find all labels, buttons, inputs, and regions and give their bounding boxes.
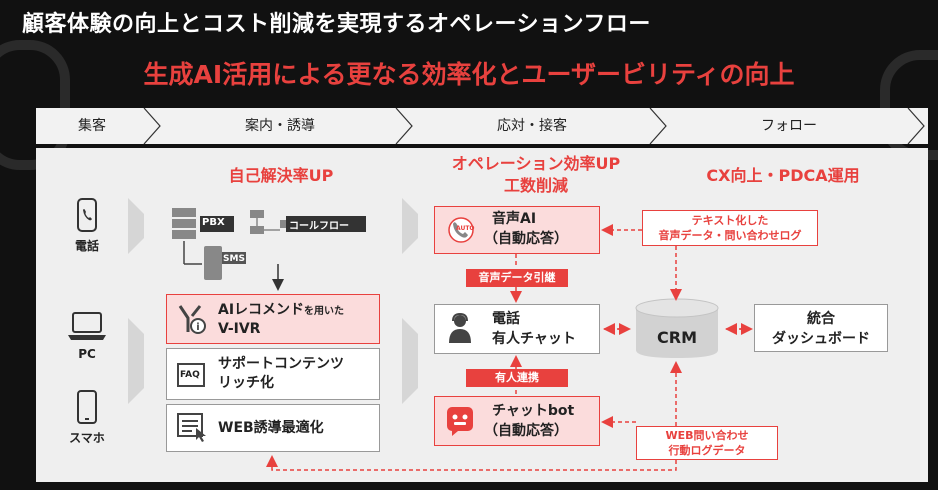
voice-ai-line1: 音声AI [492, 211, 537, 227]
support-line1: サポートコンテンツ [218, 356, 344, 372]
dashboard-line1: 統合 [807, 311, 835, 327]
ivr-line2: V-IVR [218, 321, 261, 337]
channel-phone-label: 電話 [74, 239, 99, 253]
channel-phone: 電話 [66, 198, 108, 254]
phone-chat-line1: 電話 [492, 311, 520, 327]
phone-chat-box [434, 304, 600, 354]
web-log-note-line2: 行動ログデータ [668, 444, 746, 457]
laptop-icon [68, 312, 106, 340]
ivr-line1-suffix: を用いた [304, 306, 345, 317]
followup-header: CX向上・PDCA運用 [706, 166, 860, 185]
phone-chat-line2: 有人チャット [492, 331, 576, 347]
dashboard-box [754, 304, 888, 352]
text-log-note: テキスト化した 音声データ・問い合わせログ [642, 210, 818, 246]
channel-smartphone: スマホ [62, 390, 112, 446]
ai-recommend-icon: i [178, 305, 206, 334]
operator-icon [449, 313, 471, 343]
faq-icon [177, 363, 205, 387]
web-log-note-line1: WEB問い合わせ [665, 429, 749, 442]
phase-guidance: 案内・誘導 [245, 118, 315, 134]
text-log-note-line2: 音声データ・問い合わせログ [658, 229, 802, 242]
handoff-chat-tag: 有人連携 [466, 369, 568, 387]
phase-acquisition: 集客 [78, 118, 106, 134]
phase-bar: 集客 案内・誘導 応対・接客 フォロー [36, 108, 928, 144]
text-log-note-line1: テキスト化した [691, 214, 769, 227]
column-chevrons [128, 198, 418, 404]
call-flow-label: コールフロー [289, 221, 349, 232]
crm-label: CRM [657, 328, 697, 347]
voice-ai-line2: （自動応答） [484, 231, 568, 247]
phase-followup: フォロー [761, 118, 817, 134]
chatbot-line2: （自動応答） [484, 423, 568, 439]
pbx-group [172, 208, 366, 280]
web-log-note: WEB問い合わせ 行動ログデータ [636, 426, 778, 460]
svg-text:i: i [196, 322, 199, 333]
flow-panel: 自己解決率UP オペレーション効率UP 工数削減 CX向上・PDCA運用 電話 … [36, 148, 928, 482]
chatbot-line1: チャットbot [492, 403, 575, 419]
operation-header-line1: オペレーション効率UP [451, 154, 621, 173]
mobile-phone-icon [77, 198, 97, 232]
smartphone-icon [77, 390, 97, 424]
chatbot-icon [447, 407, 473, 436]
voice-ai-icon [448, 217, 474, 243]
operation-header-line2: 工数削減 [503, 176, 568, 195]
pbx-label: PBX [202, 217, 225, 228]
faq-icon-label: FAQ [180, 370, 200, 380]
ivr-line1: AIレコメンドを用いた [218, 301, 344, 321]
channel-smartphone-label: スマホ [69, 431, 105, 445]
channel-pc: PC [62, 310, 112, 361]
auto-icon-label: AUTO [456, 225, 475, 232]
handoff-voice-tag: 音声データ引継 [466, 269, 568, 287]
sms-label: SMS [223, 254, 245, 264]
guidance-header: 自己解決率UP [228, 166, 334, 185]
crm-database-icon [635, 298, 719, 358]
web-page-icon [177, 413, 206, 442]
page-subtitle: 生成AI活用による更なる効率化とユーザービリティの向上 [143, 60, 795, 89]
web-guidance-label: WEB誘導最適化 [218, 420, 324, 436]
channel-pc-label: PC [78, 347, 96, 361]
phase-support: 応対・接客 [497, 118, 567, 134]
dashboard-line2: ダッシュボード [772, 331, 870, 347]
support-line2: リッチ化 [218, 375, 274, 391]
phase-chevrons [36, 108, 928, 144]
ivr-line1-main: AIレコメンド [218, 302, 305, 318]
page-title: 顧客体験の向上とコスト削減を実現するオペレーションフロー [22, 12, 651, 37]
